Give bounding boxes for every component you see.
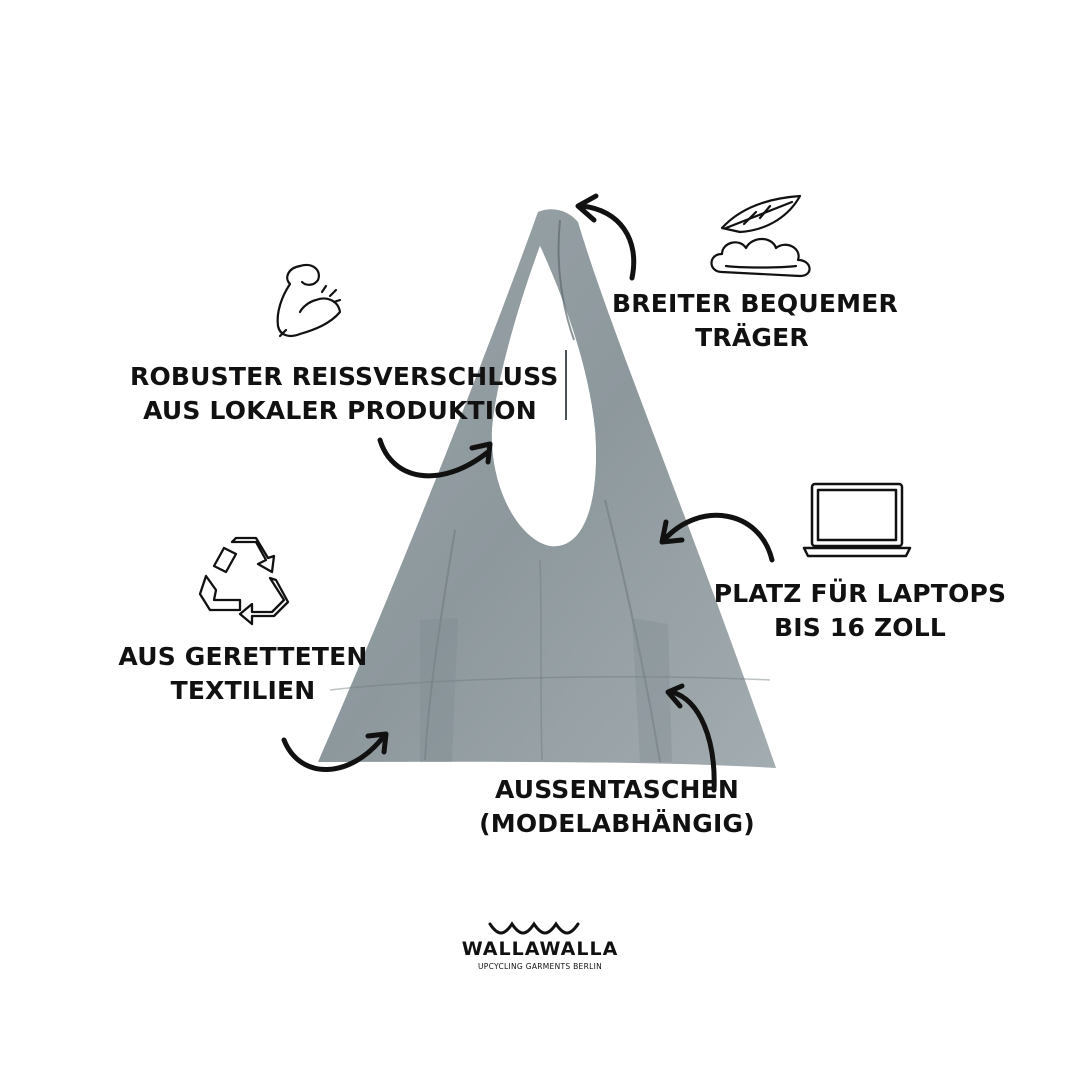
textiles-callout-line1: Aus geretteten	[118, 642, 368, 671]
textiles-callout-line2: Textilien	[170, 676, 316, 705]
brand-name: WALLAWALLA	[461, 938, 619, 960]
pockets-callout: Aussentaschen (modelabhängig)	[462, 773, 772, 841]
laptop-callout-line1: Platz für Laptops	[713, 579, 1007, 608]
strap-callout: Breiter bequemer Träger	[612, 287, 898, 355]
laptop-icon	[802, 482, 912, 558]
arrow-strap	[575, 193, 637, 281]
zipper-callout: Robuster Reissverschluss aus lokaler Pro…	[130, 360, 559, 428]
wave-logo-icon	[488, 921, 580, 935]
pockets-callout-line2: (modelabhängig)	[479, 809, 755, 838]
strap-callout-line2: Träger	[695, 323, 809, 352]
textiles-callout: Aus geretteten Textilien	[118, 640, 368, 708]
pockets-callout-line1: Aussentaschen	[494, 775, 740, 804]
arrow-zipper	[377, 437, 493, 479]
arrow-pockets	[665, 683, 717, 793]
arrow-textiles	[281, 731, 389, 772]
arrow-laptop	[659, 512, 775, 563]
zipper-callout-line2: aus lokaler Produktion	[143, 396, 537, 425]
strap-callout-line1: Breiter bequemer	[612, 289, 898, 318]
laptop-callout-line2: bis 16 Zoll	[774, 613, 946, 642]
recycle-icon	[198, 536, 290, 626]
brand-tagline: UPCYCLING GARMENTS BERLIN	[477, 962, 603, 971]
feather-cloud-icon	[710, 194, 811, 278]
hobo-bag	[318, 209, 776, 768]
zipper-callout-line1: Robuster Reissverschluss	[130, 362, 559, 391]
laptop-callout: Platz für Laptops bis 16 Zoll	[712, 577, 1008, 645]
flexed-arm-icon	[276, 263, 342, 338]
